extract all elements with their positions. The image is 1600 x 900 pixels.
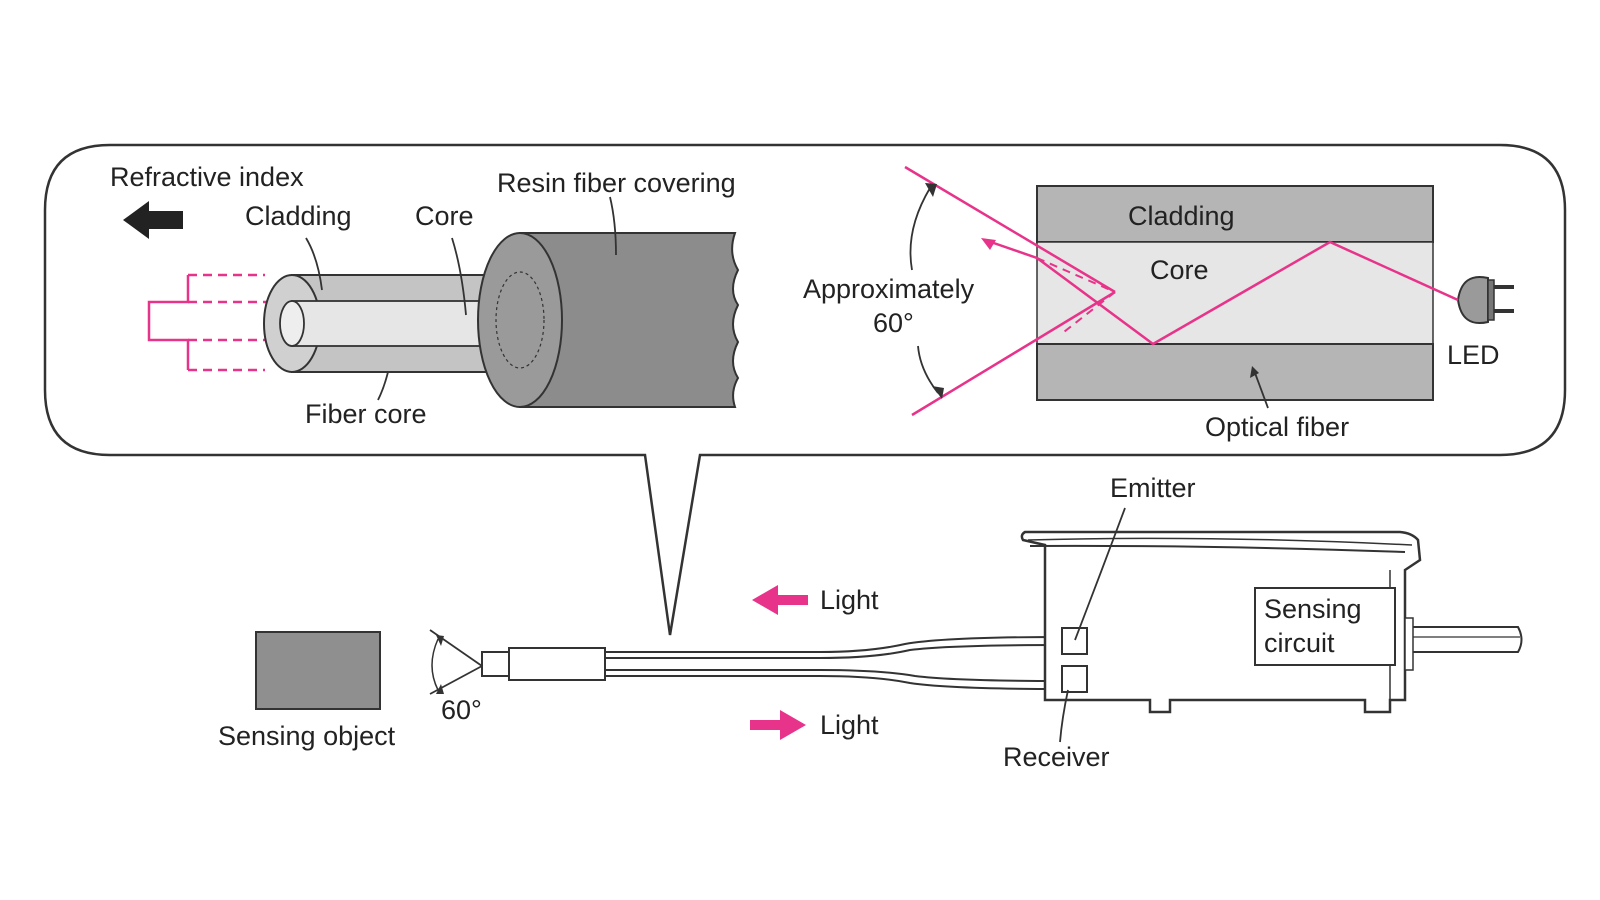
sensing-circuit-box <box>1254 587 1396 666</box>
optical-fiber-label: Optical fiber <box>1205 412 1349 442</box>
resin-fiber-covering-cylinder <box>477 232 740 408</box>
core-left-label: Core <box>415 201 474 231</box>
core-right-label: Core <box>1150 255 1209 285</box>
light-arrow-right <box>750 710 806 740</box>
bottom-leader-lines <box>1059 507 1126 743</box>
receiver-label: Receiver <box>1003 742 1110 772</box>
light-bottom-label: Light <box>820 710 879 740</box>
refractive-index-arrow <box>123 201 183 239</box>
sensing-circuit-label-line2: circuit <box>1264 628 1335 658</box>
sensing-circuit-label-line1: Sensing <box>1264 594 1362 624</box>
light-arrow-left <box>752 585 808 615</box>
sensing-object-label: Sensing object <box>218 721 396 751</box>
fiber-cable <box>481 636 1063 690</box>
emitter-label: Emitter <box>1110 473 1196 503</box>
left-leader-lines <box>305 196 617 401</box>
optical-fiber-section <box>1036 185 1434 401</box>
resin-fiber-covering-label: Resin fiber covering <box>497 168 736 198</box>
light-top-label: Light <box>820 585 879 615</box>
cladding-right-label: Cladding <box>1128 201 1235 231</box>
output-cable <box>1404 617 1523 671</box>
acceptance-cone <box>904 165 1116 417</box>
approximately-angle-label: 60° <box>873 308 914 338</box>
approximately-label: Approximately <box>803 274 975 304</box>
cladding-left-label: Cladding <box>245 201 352 231</box>
led-emitter <box>1456 276 1514 324</box>
angle-60-label: 60° <box>441 695 482 725</box>
led-label: LED <box>1447 340 1500 370</box>
sensing-object <box>255 631 381 710</box>
optical-fiber-leader <box>1250 366 1269 409</box>
detection-cone <box>429 629 483 695</box>
light-beam-path <box>981 238 1459 346</box>
refractive-index-label: Refractive index <box>110 162 304 192</box>
amplifier-unit <box>1020 530 1422 714</box>
fiber-core-label: Fiber core <box>305 399 427 429</box>
